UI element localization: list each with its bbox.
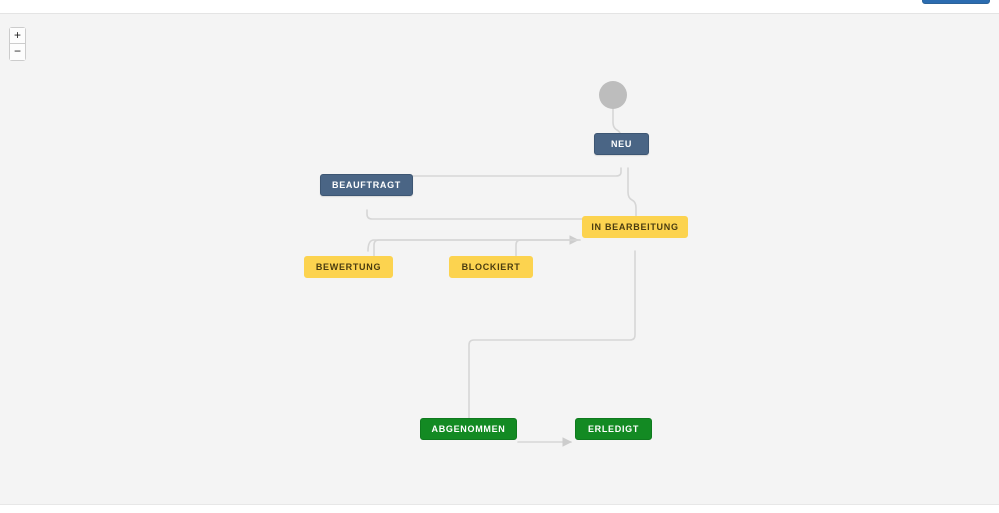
workflow-canvas[interactable]: NEU BEAUFTRAGT IN BEARBEITUNG BEWERTUNG … [0,13,999,505]
top-toolbar-button[interactable] [922,0,990,4]
node-beauftragt[interactable]: BEAUFTRAGT [320,174,413,196]
start-node[interactable] [599,81,627,109]
zoom-controls: + − [9,27,26,61]
node-abgenommen[interactable]: ABGENOMMEN [420,418,517,440]
edge-neu-to-inbearbeitung [627,167,641,227]
node-blockiert[interactable]: BLOCKIERT [449,256,533,278]
zoom-out-button[interactable]: − [10,44,25,60]
node-erledigt[interactable]: ERLEDIGT [575,418,652,440]
edge-beauftragt-to-inbearbeitung-side [367,235,579,252]
edge-inbearbeitung-to-blockiert [511,239,581,267]
edge-inbearbeitung-to-abgenommen [464,250,636,429]
node-in-bearbeitung[interactable]: IN BEARBEITUNG [582,216,688,238]
node-bewertung[interactable]: BEWERTUNG [304,256,393,278]
zoom-in-button[interactable]: + [10,28,25,44]
edge-inbearbeitung-to-bewertung [369,239,581,267]
node-neu[interactable]: NEU [594,133,649,155]
